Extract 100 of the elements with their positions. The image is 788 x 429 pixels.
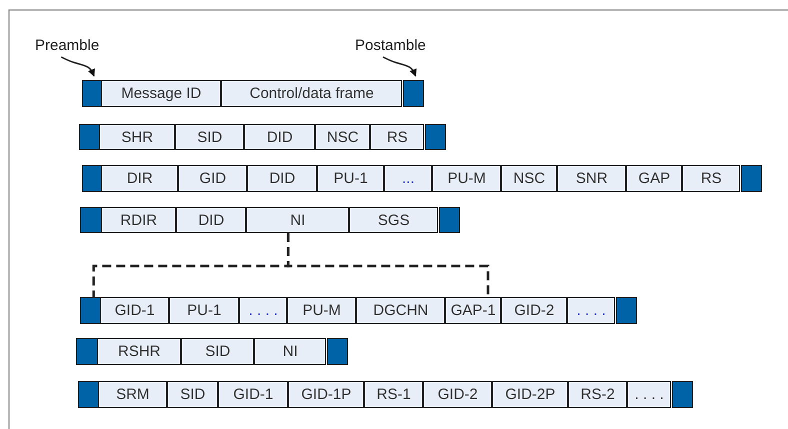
field-label: GID-1P <box>301 386 352 403</box>
field-cell <box>287 297 356 324</box>
end-block <box>403 80 424 107</box>
field-cell <box>626 165 682 192</box>
field-label: SNR <box>576 170 608 187</box>
field-cell <box>221 80 402 107</box>
field-cell <box>167 381 218 408</box>
field-label: RSHR <box>118 343 160 360</box>
field-cell <box>254 338 326 365</box>
field-label: DGCHN <box>373 302 428 319</box>
end-block <box>439 207 460 233</box>
pointer-label: Postamble <box>355 36 426 54</box>
ellipsis-text: ... <box>402 170 414 187</box>
end-block <box>327 338 348 365</box>
end-block <box>79 124 100 150</box>
field-cell <box>244 124 316 150</box>
field-label: GID <box>199 170 226 187</box>
field-label: GID-2 <box>514 302 554 319</box>
pointer-label: Preamble <box>35 36 100 54</box>
field-cell <box>218 381 288 408</box>
field-cell <box>181 338 254 365</box>
field-cell <box>349 207 438 233</box>
field-label: NSC <box>513 170 546 187</box>
pointer-arrow <box>60 56 95 77</box>
end-block <box>82 165 102 192</box>
field-cell <box>169 297 240 324</box>
end-block <box>425 124 446 150</box>
field-cell <box>501 297 568 324</box>
field-label: DID <box>198 212 224 228</box>
field-label: RS <box>386 128 408 146</box>
field-label: PU-M <box>302 302 341 319</box>
field-cell <box>99 124 176 150</box>
field-label: SID <box>205 343 230 360</box>
field-cell <box>384 165 432 192</box>
field-cell <box>492 381 568 408</box>
field-cell <box>288 381 364 408</box>
ellipsis-text: . . . . <box>248 302 278 319</box>
field-cell <box>682 165 740 192</box>
field-label: SGS <box>378 212 410 228</box>
field-label: PU-1 <box>334 170 368 187</box>
field-label: DID <box>266 128 293 146</box>
field-cell <box>100 297 170 324</box>
end-block <box>80 297 101 324</box>
field-label: NSC <box>326 128 359 146</box>
field-cell <box>247 165 318 192</box>
ellipsis-text: . . . . <box>576 302 606 319</box>
field-label: SRM <box>116 386 150 403</box>
field-label: PU-1 <box>187 302 222 319</box>
field-cell <box>317 165 384 192</box>
field-cell <box>501 165 558 192</box>
field-label: SHR <box>121 128 154 146</box>
field-cell <box>98 381 168 408</box>
end-block <box>80 207 102 233</box>
field-cell <box>627 381 672 408</box>
field-label: GID-2P <box>505 386 556 403</box>
field-cell <box>176 207 246 233</box>
field-label: RS-2 <box>580 386 615 403</box>
field-cell <box>567 297 616 324</box>
field-cell <box>175 124 244 150</box>
field-label: Message ID <box>121 85 202 102</box>
end-block <box>741 165 762 192</box>
field-label: GAP-1 <box>450 302 496 319</box>
field-label: DIR <box>126 170 153 187</box>
field-label: PU-M <box>448 170 486 187</box>
field-cell <box>423 381 492 408</box>
field-cell <box>246 207 350 233</box>
field-cell <box>445 297 502 324</box>
field-cell <box>568 381 628 408</box>
field-label: RS <box>700 170 722 187</box>
field-cell <box>178 165 248 192</box>
field-cell <box>370 124 424 150</box>
field-cell <box>557 165 626 192</box>
field-label: GID-1 <box>233 386 274 403</box>
field-label: DID <box>269 170 296 187</box>
expansion-line <box>286 233 490 297</box>
end-block <box>78 381 99 408</box>
end-block <box>616 297 637 324</box>
end-block <box>82 80 102 107</box>
field-cell <box>356 297 446 324</box>
pointer-arrow <box>382 56 417 77</box>
field-label: SID <box>197 128 222 146</box>
field-label: GID-1 <box>114 302 155 319</box>
field-cell <box>315 124 370 150</box>
field-cell <box>239 297 288 324</box>
field-label: SID <box>180 386 206 403</box>
field-label: . . . . <box>634 386 664 403</box>
field-cell <box>364 381 424 408</box>
field-cell <box>101 80 222 107</box>
field-label: Control/data frame <box>250 85 374 102</box>
field-cell <box>101 207 176 233</box>
field-label: GID-2 <box>438 386 478 403</box>
field-cell <box>432 165 502 192</box>
field-label: NI <box>290 212 306 228</box>
end-block <box>76 338 98 365</box>
field-label: GAP <box>638 170 670 187</box>
field-label: RDIR <box>120 212 158 228</box>
end-block <box>672 381 693 408</box>
field-label: NI <box>282 343 298 360</box>
field-label: RS-1 <box>376 386 411 403</box>
field-cell <box>97 338 182 365</box>
